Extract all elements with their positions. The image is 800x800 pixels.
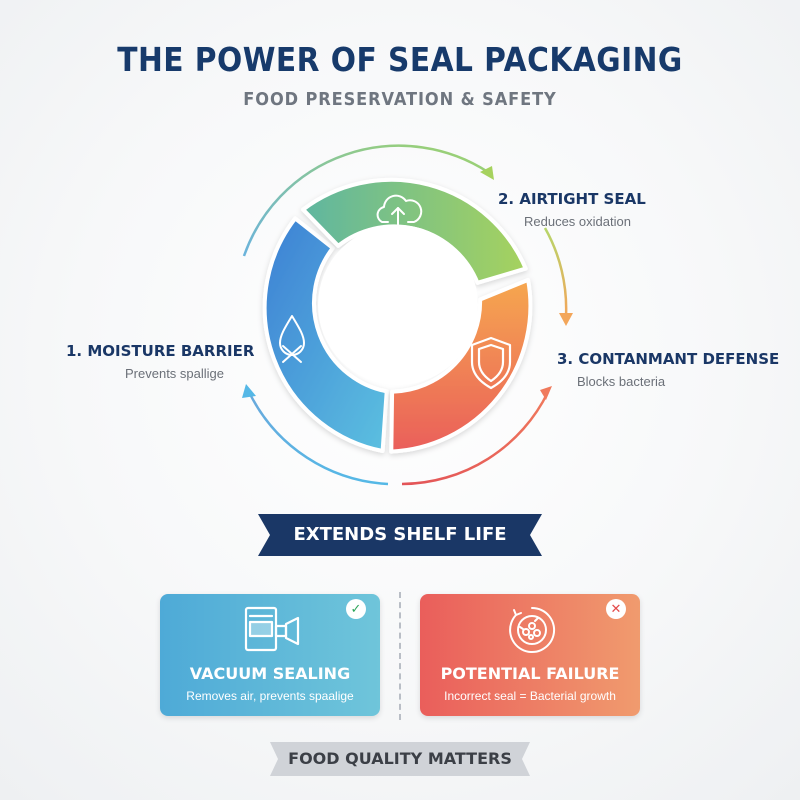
- step-title: 3. CONTANMANT DEFENSE: [557, 350, 780, 368]
- cycle-arrow-top: [242, 144, 489, 257]
- bacteria-icon: [509, 606, 556, 653]
- shield-icon: [470, 336, 512, 390]
- step-description: Prevents spallige: [125, 366, 224, 381]
- x-icon: ✕: [606, 599, 626, 619]
- step-description: Reduces oxidation: [524, 214, 631, 229]
- step-contaminant-defense: 3. CONTANMANT DEFENSE Blocks bacteria: [557, 350, 787, 389]
- cloud-upload-icon: [376, 194, 423, 229]
- card-title: POTENTIAL FAILURE: [440, 664, 620, 683]
- page-title: THE POWER OF SEAL PACKAGING: [117, 40, 683, 79]
- cycle-arrow-left: [248, 393, 389, 486]
- arrow-head-bottom: [540, 386, 552, 400]
- step-moisture-barrier: 1. MOISTURE BARRIER Prevents spallige: [66, 342, 255, 381]
- step-title: 2. AIRTIGHT SEAL: [498, 190, 646, 208]
- card-vacuum-sealing: ✓ VACUUM SEALING Removes air, prevents s…: [160, 594, 380, 716]
- card-potential-failure: ✕ POTENTIAL FAILURE Incorrect seal = Bac…: [420, 594, 640, 716]
- footer-label: FOOD QUALITY MATTERS: [288, 749, 512, 768]
- cycle-center: [318, 225, 478, 385]
- water-drop-icon: [279, 315, 305, 363]
- step-title: 1. MOISTURE BARRIER: [66, 342, 255, 360]
- vacuum-sealer-icon: [244, 606, 300, 652]
- segment-moisture-barrier: [262, 216, 389, 453]
- card-description: Removes air, prevents spaalige: [186, 689, 354, 703]
- page-subtitle: FOOD PRESERVATION & SAFETY: [243, 89, 557, 110]
- arrow-head-right: [559, 313, 573, 326]
- step-description: Blocks bacteria: [577, 374, 666, 389]
- segment-contaminant-defense: [389, 277, 533, 454]
- arrow-head-left: [242, 384, 256, 398]
- card-title: VACUUM SEALING: [189, 664, 351, 683]
- banner-label: EXTENDS SHELF LIFE: [293, 524, 507, 545]
- card-description: Incorrect seal = Bacterial growth: [444, 689, 616, 703]
- footer-banner: [270, 742, 530, 776]
- step-airtight-seal: 2. AIRTIGHT SEAL Reduces oxidation: [498, 190, 698, 229]
- cycle-arrow-bottom: [401, 391, 550, 486]
- cycle-arrow-right: [543, 227, 568, 317]
- arrow-head-top: [480, 166, 494, 180]
- card-divider: [399, 592, 401, 720]
- shelf-life-banner: [258, 514, 542, 556]
- check-icon: ✓: [346, 599, 366, 619]
